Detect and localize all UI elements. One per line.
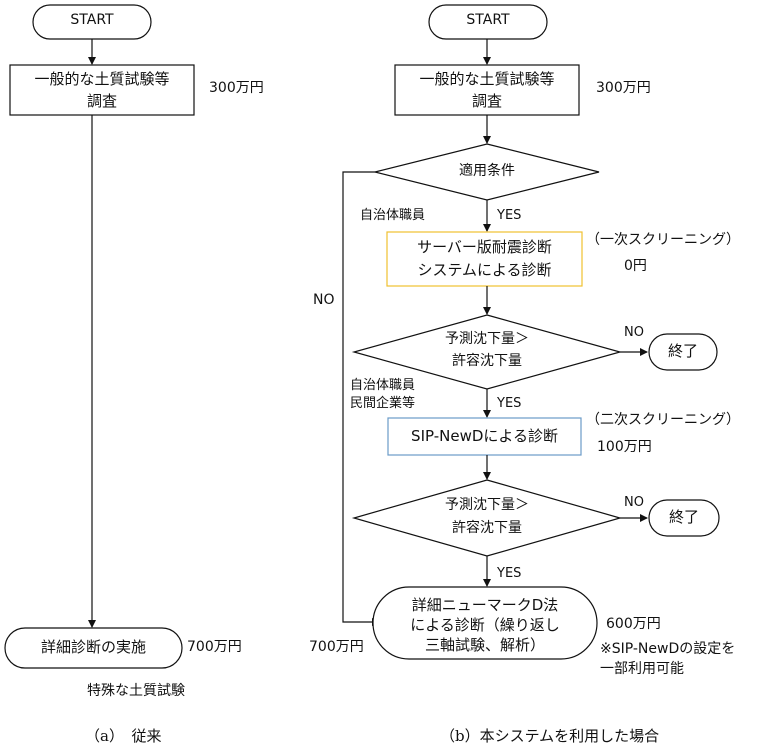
end2-label: 終了 <box>668 508 699 526</box>
note-line-1: ※SIP-NewDの設定を <box>600 641 736 657</box>
sip-label: SIP-NewDによる診断 <box>411 427 558 445</box>
condition-label: 適用条件 <box>459 163 515 179</box>
judge1-label-2: 許容沈下量 <box>452 353 522 369</box>
no-bypass-line <box>342 171 380 626</box>
end1-terminal <box>648 333 718 371</box>
left-detail-note: 特殊な土質試験 <box>87 683 185 699</box>
note-line-2: 一部利用可能 <box>600 661 684 677</box>
final-cost: 600万円 <box>606 616 661 632</box>
staff2-label-1: 自治体職員 <box>350 378 416 393</box>
no-path-cost: 700万円 <box>309 639 364 655</box>
left-survey-label-2: 調査 <box>86 92 117 110</box>
sip-diagnosis-box <box>387 417 582 456</box>
right-start-terminal <box>428 4 548 40</box>
final-diagnosis-terminal <box>372 586 598 660</box>
screen1-label: （一次スクリーニング） <box>586 232 740 248</box>
left-detail-cost: 700万円 <box>187 639 242 655</box>
judge2-label-1: 予測沈下量＞ <box>445 497 529 513</box>
left-survey-label-1: 一般的な土質試験等 <box>34 70 170 88</box>
screen1-cost: 0円 <box>624 258 647 274</box>
screen2-label: （二次スクリーニング） <box>586 412 740 428</box>
staff2-label-2: 民間企業等 <box>350 396 416 411</box>
left-detail-terminal <box>4 627 183 669</box>
server-label-1: サーバー版耐震診断 <box>417 238 552 256</box>
final-label-1: 詳細ニューマークD法 <box>411 596 559 614</box>
right-start-label: START <box>466 12 510 28</box>
yes1-label: YES <box>497 208 522 223</box>
right-caption: （b）本システムを利用した場合 <box>440 727 660 745</box>
right-survey-label-1: 一般的な土質試験等 <box>419 70 555 88</box>
end2-terminal <box>648 499 720 537</box>
left-detail-label: 詳細診断の実施 <box>40 638 146 656</box>
right-survey-label-2: 調査 <box>471 92 502 110</box>
no2-label: NO <box>624 495 644 510</box>
final-label-3: 三軸試験、解析） <box>424 636 545 654</box>
right-survey-cost: 300万円 <box>596 80 651 96</box>
judge1-label-1: 予測沈下量＞ <box>445 331 529 347</box>
left-start-label: START <box>70 12 114 28</box>
staff1-label: 自治体職員 <box>360 208 426 223</box>
left-survey-box <box>9 64 195 116</box>
end1-label: 終了 <box>667 342 698 360</box>
screen2-cost: 100万円 <box>597 439 652 455</box>
server-diagnosis-box <box>386 231 583 287</box>
yes3-label: YES <box>497 566 522 581</box>
server-label-2: システムによる診断 <box>417 261 552 279</box>
judge2-label-2: 許容沈下量 <box>452 520 522 536</box>
left-survey-cost: 300万円 <box>209 80 264 96</box>
judge2-diamond <box>351 479 623 557</box>
right-survey-box <box>394 64 580 116</box>
yes2-label: YES <box>497 396 522 411</box>
no-bypass-label: NO <box>313 292 335 308</box>
left-caption: （a） 従来 <box>85 727 162 745</box>
final-label-2: による診断（繰り返し <box>410 616 560 634</box>
no1-label: NO <box>624 325 644 340</box>
